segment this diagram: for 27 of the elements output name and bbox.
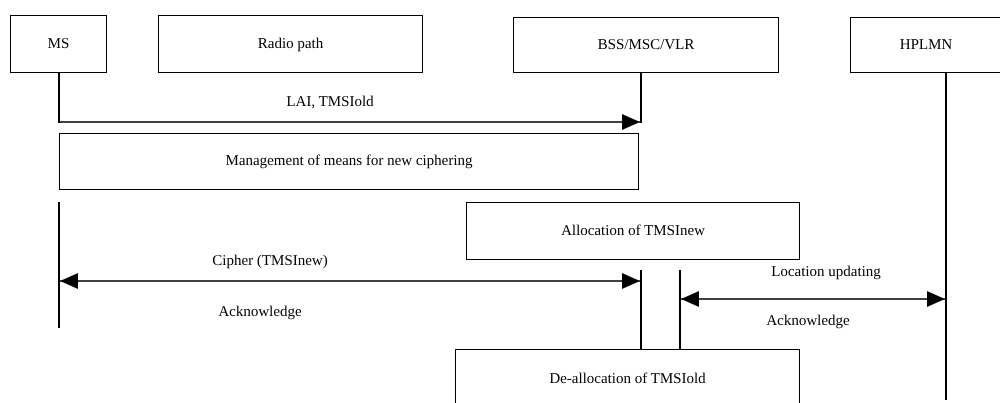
box-label: De-allocation of TMSIold bbox=[549, 370, 706, 388]
process-box bbox=[850, 17, 1000, 73]
arrow bbox=[60, 114, 640, 130]
box-label: Allocation of TMSInew bbox=[561, 222, 705, 240]
lifeline bbox=[640, 73, 642, 123]
box-label: HPLMN bbox=[900, 36, 952, 54]
process-box bbox=[455, 349, 800, 403]
edge-label: Cipher (TMSInew) bbox=[210, 252, 330, 270]
box-label: Radio path bbox=[258, 36, 324, 52]
message-label: Acknowledge bbox=[216, 303, 304, 321]
process-box bbox=[466, 202, 800, 260]
process-box bbox=[10, 15, 107, 73]
process-box bbox=[158, 15, 423, 73]
process-box bbox=[59, 133, 639, 190]
lifeline bbox=[679, 270, 681, 350]
box-label: Management of means for new ciphering bbox=[226, 153, 472, 170]
edge-label: LAI, TMSIold bbox=[284, 93, 376, 111]
edge-label: Location updating bbox=[769, 263, 883, 281]
arrow bbox=[681, 291, 945, 307]
message-label: Acknowledge bbox=[764, 312, 852, 330]
lifeline bbox=[58, 202, 60, 328]
arrow bbox=[60, 273, 640, 289]
process-box bbox=[513, 17, 779, 73]
lifeline bbox=[640, 270, 642, 350]
box-label: MS bbox=[48, 36, 70, 52]
box-label: BSS/MSC/VLR bbox=[598, 36, 694, 54]
lifeline bbox=[58, 73, 60, 123]
